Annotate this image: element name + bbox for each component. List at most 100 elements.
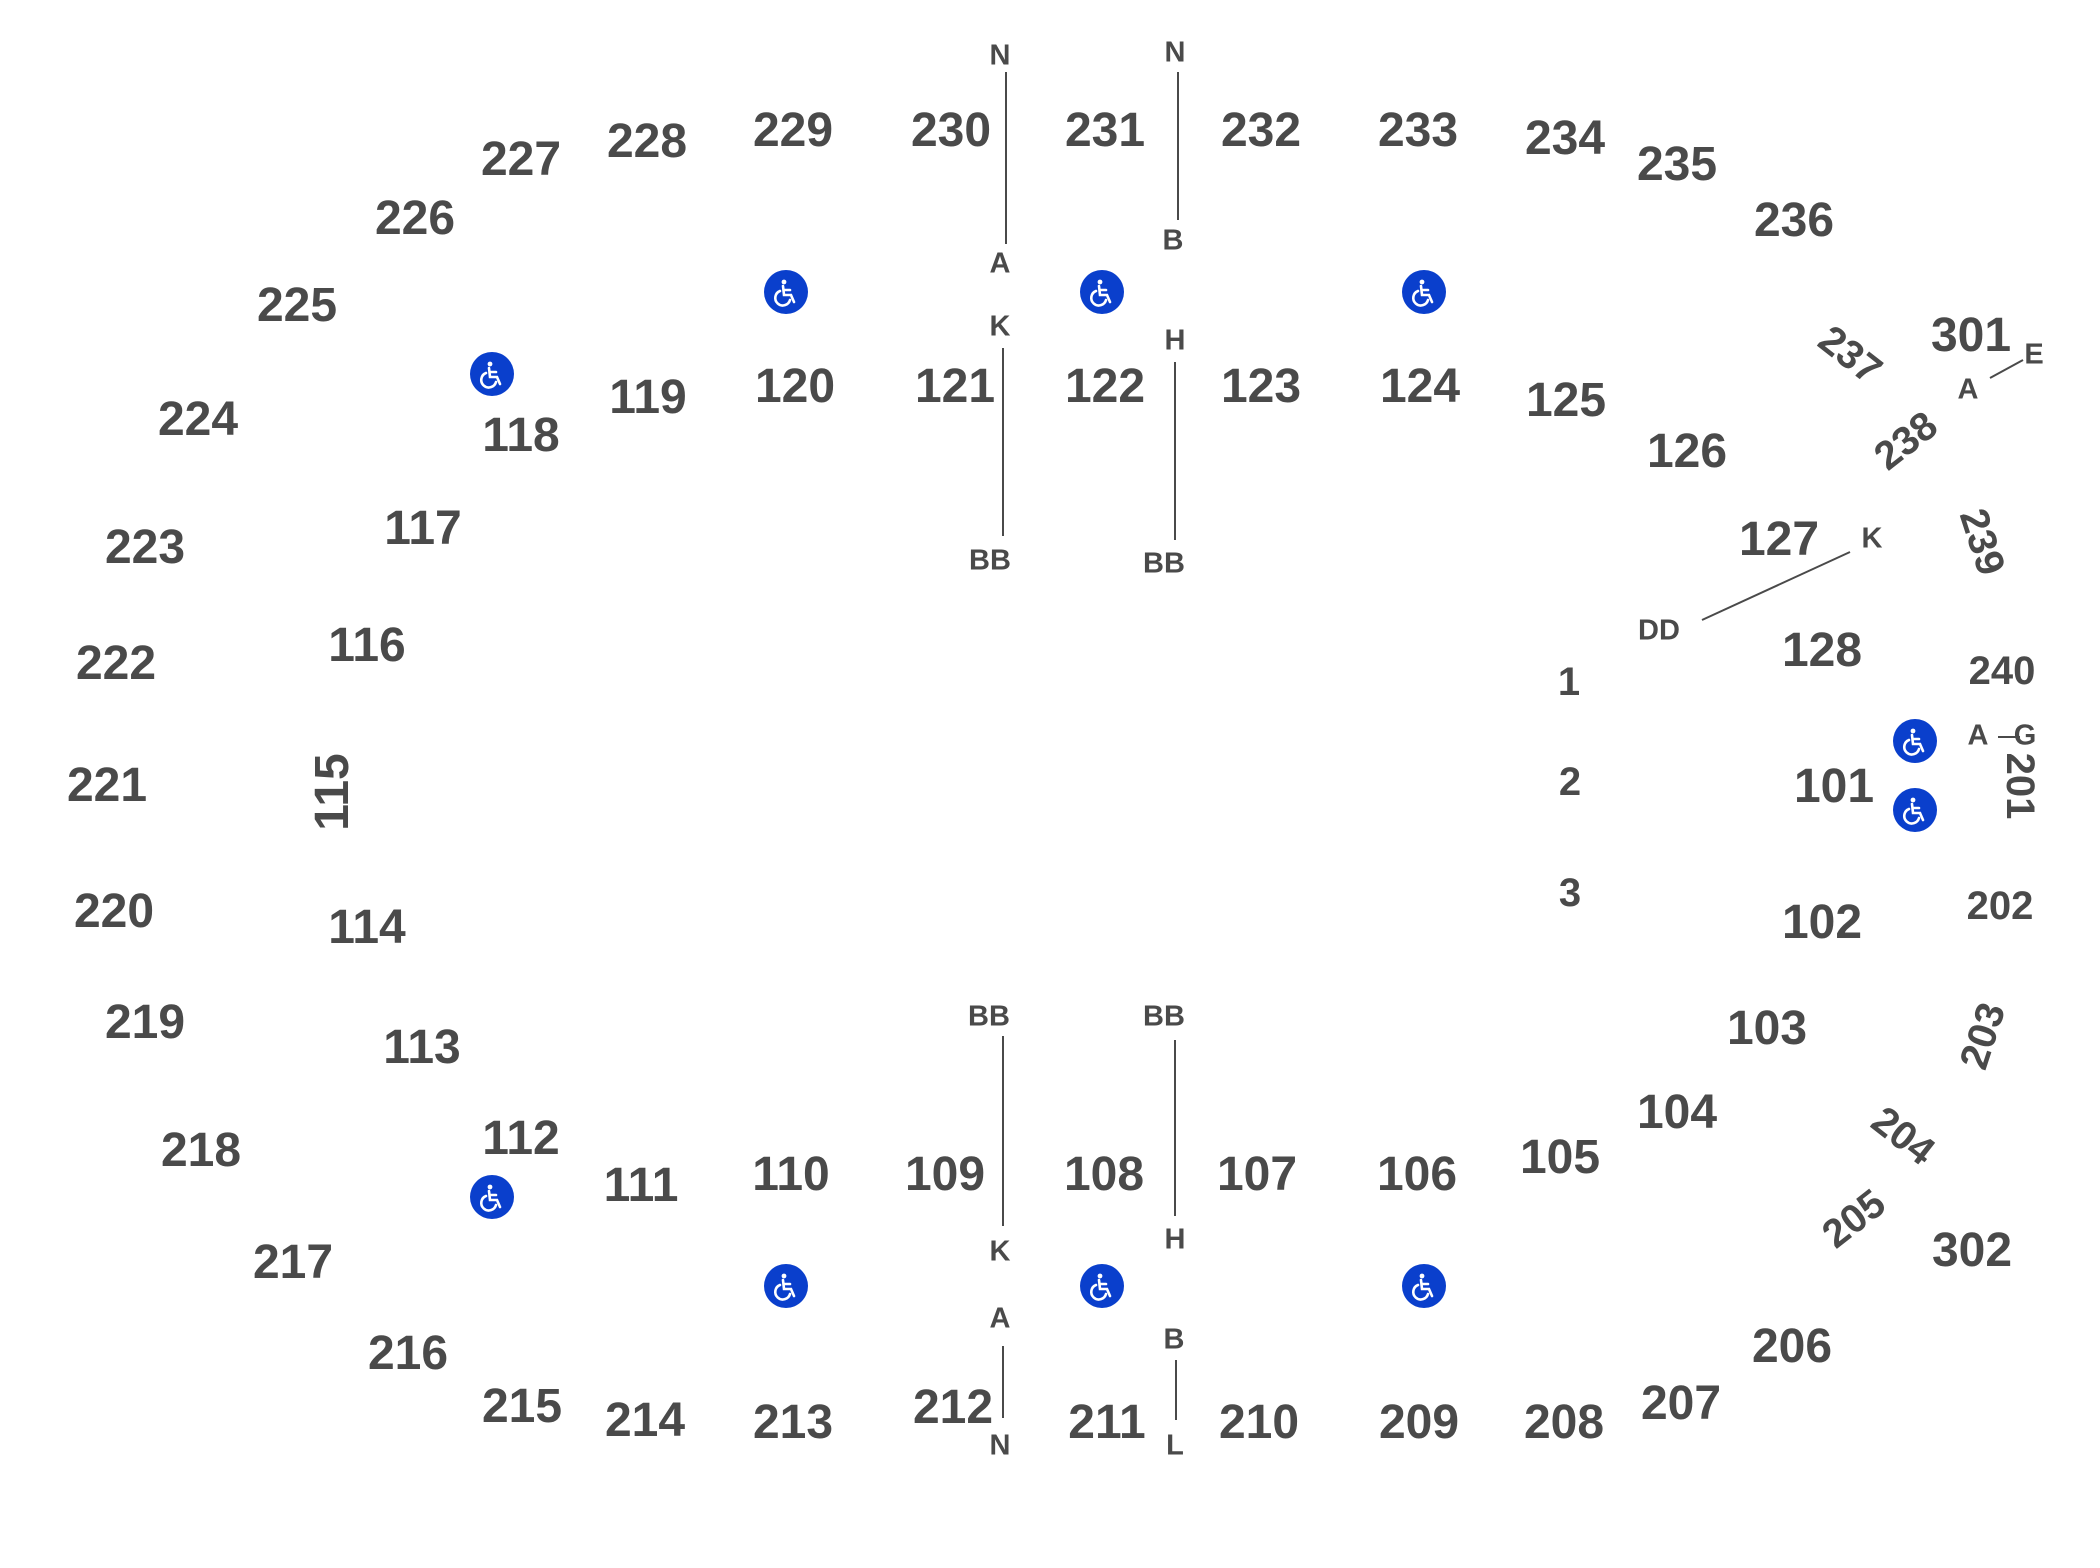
section-216[interactable]: 216 [367, 1327, 449, 1380]
section-111[interactable]: 111 [603, 1159, 679, 1212]
wheelchair-icon[interactable] [1893, 788, 1937, 832]
row-label-h: H [1164, 1223, 1186, 1256]
row-label-dd: DD [1638, 614, 1680, 647]
row-label-bb: BB [1143, 547, 1185, 580]
section-113[interactable]: 113 [383, 1021, 461, 1074]
section-212[interactable]: 212 [912, 1381, 994, 1434]
section-302[interactable]: 302 [1931, 1224, 2013, 1277]
section-118[interactable]: 118 [482, 409, 560, 462]
section-213[interactable]: 213 [752, 1396, 834, 1449]
row-label-k: K [989, 1235, 1011, 1268]
section-201[interactable]: 201 [1998, 752, 2042, 820]
section-223[interactable]: 223 [104, 521, 186, 574]
row-label-h: H [1164, 324, 1186, 357]
section-232[interactable]: 232 [1220, 104, 1302, 157]
row-label-l: L [1166, 1429, 1184, 1462]
section-116[interactable]: 116 [328, 619, 406, 672]
row-label-bb: BB [969, 544, 1011, 577]
row-label-a: A [1967, 719, 1989, 752]
row-line-k-dd [1701, 551, 1851, 621]
section-115[interactable]: 115 [306, 753, 359, 831]
row-label-b: B [1163, 1323, 1185, 1356]
section-233[interactable]: 233 [1377, 104, 1459, 157]
section-215[interactable]: 215 [481, 1380, 563, 1433]
section-228[interactable]: 228 [606, 115, 688, 168]
section-2[interactable]: 2 [1558, 760, 1582, 804]
row-label-n: N [1164, 36, 1186, 69]
row-label-g: G [2013, 719, 2037, 752]
section-234[interactable]: 234 [1524, 112, 1606, 165]
wheelchair-icon[interactable] [1080, 270, 1124, 314]
section-227[interactable]: 227 [480, 133, 562, 186]
row-label-a: A [989, 1302, 1011, 1335]
row-label-a: A [1957, 373, 1979, 406]
section-128[interactable]: 128 [1781, 624, 1863, 677]
section-127[interactable]: 127 [1738, 513, 1820, 566]
wheelchair-icon[interactable] [1402, 270, 1446, 314]
section-219[interactable]: 219 [104, 996, 186, 1049]
section-104[interactable]: 104 [1636, 1086, 1718, 1139]
wheelchair-icon[interactable] [470, 352, 514, 396]
wheelchair-icon[interactable] [1402, 1264, 1446, 1308]
wheelchair-icon[interactable] [1080, 1264, 1124, 1308]
section-230[interactable]: 230 [910, 104, 992, 157]
section-236[interactable]: 236 [1753, 194, 1835, 247]
section-229[interactable]: 229 [752, 104, 834, 157]
section-240[interactable]: 240 [1968, 649, 2036, 693]
section-217[interactable]: 217 [252, 1236, 334, 1289]
row-line-e-a-301 [1989, 359, 2024, 379]
row-label-bb: BB [968, 1000, 1010, 1033]
row-label-k: K [1861, 522, 1883, 555]
section-124[interactable]: 124 [1379, 360, 1461, 413]
section-108[interactable]: 108 [1063, 1148, 1145, 1201]
section-207[interactable]: 207 [1640, 1377, 1722, 1430]
section-107[interactable]: 107 [1216, 1148, 1298, 1201]
section-106[interactable]: 106 [1376, 1148, 1458, 1201]
section-126[interactable]: 126 [1646, 425, 1728, 478]
section-120[interactable]: 120 [754, 360, 836, 413]
section-225[interactable]: 225 [256, 279, 338, 332]
section-101[interactable]: 101 [1793, 760, 1875, 813]
section-218[interactable]: 218 [160, 1124, 242, 1177]
section-109[interactable]: 109 [904, 1148, 986, 1201]
section-208[interactable]: 208 [1523, 1396, 1605, 1449]
section-210[interactable]: 210 [1218, 1396, 1300, 1449]
row-label-n: N [989, 1429, 1011, 1462]
section-220[interactable]: 220 [73, 885, 155, 938]
section-125[interactable]: 125 [1525, 374, 1607, 427]
section-222[interactable]: 222 [75, 637, 157, 690]
section-123[interactable]: 123 [1220, 360, 1302, 413]
wheelchair-icon[interactable] [764, 1264, 808, 1308]
section-1[interactable]: 1 [1557, 660, 1581, 704]
section-122[interactable]: 122 [1064, 360, 1146, 413]
section-105[interactable]: 105 [1519, 1131, 1601, 1184]
section-209[interactable]: 209 [1378, 1396, 1460, 1449]
section-206[interactable]: 206 [1751, 1320, 1833, 1373]
section-102[interactable]: 102 [1781, 896, 1863, 949]
section-224[interactable]: 224 [157, 393, 239, 446]
row-label-e: E [2024, 338, 2044, 371]
section-214[interactable]: 214 [604, 1394, 686, 1447]
section-114[interactable]: 114 [328, 901, 406, 954]
section-121[interactable]: 121 [914, 360, 996, 413]
section-103[interactable]: 103 [1726, 1002, 1808, 1055]
section-211[interactable]: 211 [1068, 1396, 1146, 1449]
section-235[interactable]: 235 [1636, 138, 1718, 191]
section-202[interactable]: 202 [1966, 884, 2034, 928]
wheelchair-icon[interactable] [764, 270, 808, 314]
section-110[interactable]: 110 [752, 1148, 830, 1201]
wheelchair-icon[interactable] [1893, 719, 1937, 763]
section-112[interactable]: 112 [482, 1112, 560, 1165]
section-231[interactable]: 231 [1064, 104, 1146, 157]
section-226[interactable]: 226 [374, 192, 456, 245]
section-119[interactable]: 119 [609, 371, 687, 424]
wheelchair-icon[interactable] [470, 1175, 514, 1219]
section-117[interactable]: 117 [384, 502, 462, 555]
row-label-bb: BB [1143, 1000, 1185, 1033]
section-3[interactable]: 3 [1558, 871, 1582, 915]
row-label-a: A [989, 247, 1011, 280]
section-221[interactable]: 221 [66, 759, 148, 812]
section-301[interactable]: 301 [1930, 309, 2012, 362]
